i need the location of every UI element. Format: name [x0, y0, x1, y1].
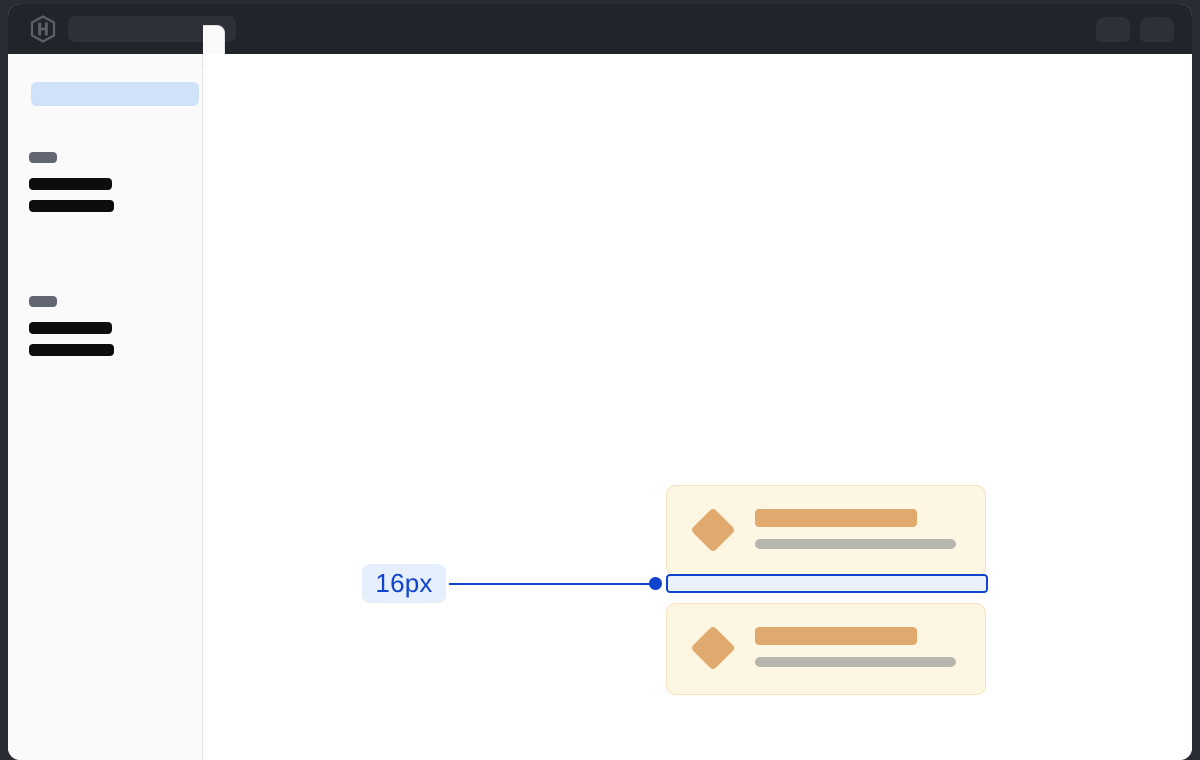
card-title: [755, 627, 917, 645]
sidebar-item-active[interactable]: [31, 82, 199, 106]
top-navigation-bar: [8, 4, 1192, 54]
spacing-leader-line: [449, 582, 657, 585]
card-subtitle: [755, 657, 956, 667]
card-subtitle: [755, 539, 956, 549]
diamond-icon: [690, 507, 736, 553]
sidebar-group-label: [29, 296, 57, 307]
sidebar-group: [29, 152, 114, 212]
leader-dot-icon: [649, 577, 662, 590]
list-item-card[interactable]: [666, 603, 986, 695]
avatar-placeholder-icon[interactable]: [1140, 17, 1174, 42]
sidebar-item[interactable]: [29, 344, 114, 356]
spacing-value-badge: 16px: [362, 564, 446, 603]
avatar-placeholder-icon[interactable]: [1096, 17, 1130, 42]
sidebar-group-label: [29, 152, 57, 163]
sidebar-item[interactable]: [29, 322, 112, 334]
sidebar-item[interactable]: [29, 200, 114, 212]
spacing-gap-highlight: [666, 574, 988, 593]
list-item-card[interactable]: [666, 485, 986, 577]
sidebar: [8, 54, 203, 760]
sidebar-item[interactable]: [29, 178, 112, 190]
sidebar-group: [29, 296, 114, 356]
app-window: 16px: [8, 4, 1192, 760]
hashicorp-hexagon-logo-icon[interactable]: [29, 15, 57, 43]
card-title: [755, 509, 917, 527]
diamond-icon: [690, 625, 736, 671]
